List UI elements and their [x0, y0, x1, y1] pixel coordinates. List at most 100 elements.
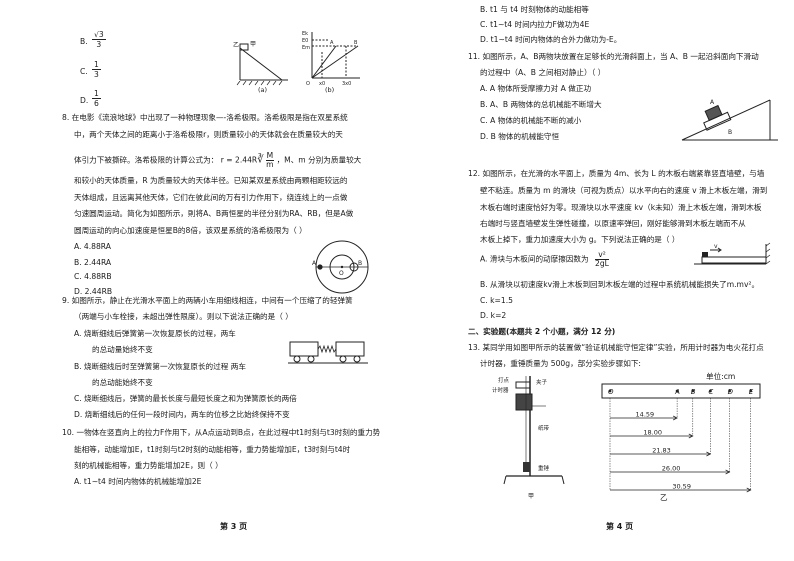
q10-line3: 刻的机械能相等，重力势能增加2E，则（ ） — [74, 461, 223, 470]
q12-line4: 右端时与竖直墙壁发生弹性碰撞，以原速率弹回，刚好能够滑到木板左端而不从 — [480, 219, 746, 228]
tape-dimension-arrow — [706, 451, 712, 457]
q9-option-a2: 的总动量始终不变 — [92, 345, 153, 354]
q9-option-c: C. 烧断细线后，弹簧的最长长度与最短长度之和为弹簧原长的两倍 — [74, 394, 297, 403]
tape-dimension-arrow — [688, 433, 694, 439]
q13-line2: 计时器，重锤质量为 500g，部分实验步骤如下: — [480, 359, 641, 368]
q12-board-figure: v — [694, 242, 771, 265]
q13-tape-figure: O A B C D E 14.59 18.00 21.83 26.00 30.59 — [601, 383, 761, 493]
svg-text:3x0: 3x0 — [342, 81, 351, 87]
q8-line5: 天体组成，且远离其他天体，它们在彼此间的万有引力作用下，绕连线上的一点做 — [74, 193, 348, 202]
q10-option-c: C. t1~t4 时间内拉力F做功为4E — [480, 20, 590, 29]
svg-text:计时器: 计时器 — [492, 386, 509, 394]
q11-option-a: A. A 物体所受摩擦力对 A 做正功 — [480, 84, 592, 93]
tape-dimension-value: 18.00 — [643, 429, 662, 437]
svg-text:O: O — [306, 81, 310, 87]
svg-text:纸带: 纸带 — [538, 424, 550, 432]
svg-text:重锤: 重锤 — [538, 464, 550, 472]
q12-option-b: B. 从滑块以初速度kv滑上木板到回到木板左端的过程中系统机械能损失了m.mv²… — [480, 280, 760, 289]
tape-point-label: E — [749, 388, 754, 396]
svg-text:甲: 甲 — [528, 493, 534, 500]
q8-option-b: B. 2.44RA — [74, 258, 112, 267]
q8-option-c: C. 4.88RB — [74, 272, 112, 281]
option-d-label: D. — [80, 96, 89, 105]
tape-dot-D — [728, 389, 731, 393]
q11-option-b: B. A、B 两物体的总机械能不断增大 — [480, 100, 602, 109]
q10-line1: 10. 一物体在竖直向上的拉力F作用下，从A点运动到B点，在此过程中t1时刻与t… — [62, 428, 381, 437]
tape-dimension-value: 30.59 — [672, 483, 691, 491]
fig-a-label-yi: 乙 — [233, 42, 239, 49]
left-page-number: 第 3 页 — [220, 522, 248, 531]
q12-option-d: D. k=2 — [480, 311, 507, 320]
tape-point-label: C — [708, 388, 713, 396]
tape-point-label: D — [728, 388, 734, 396]
q11-option-d: D. B 物体的机械能守恒 — [480, 132, 560, 141]
tape-dimension-value: 21.83 — [652, 447, 671, 455]
q13-tape-unit: 单位:cm — [706, 372, 736, 381]
figure-a-incline: 乙 甲 — [233, 41, 288, 86]
figure-b-graph: Ek E0 Em A B O x0 3x0 — [302, 31, 360, 87]
q9-carts-figure — [288, 341, 368, 364]
svg-text:x0: x0 — [319, 81, 325, 87]
svg-text:打点: 打点 — [498, 376, 510, 384]
svg-text:A: A — [330, 40, 334, 46]
q10-option-a: A. t1~t4 时间内物体的机械能增加2E — [74, 477, 202, 486]
svg-text:B: B — [358, 260, 362, 267]
section-2-heading: 二、实验题(本题共 2 个小题，满分 12 分) — [468, 327, 616, 336]
q12-line3: 木板右端时速度恰好为零。现滑块以水平速度 kv（k未知）滑上木板左端，滑到木板 — [480, 203, 762, 212]
q9-line2: （两端与小车栓接，未超出弹性限度）。则以下说法正确的是（ ） — [74, 312, 293, 321]
q11-option-c: C. A 物体的机械能不断的减小 — [480, 116, 582, 125]
svg-text:O: O — [339, 270, 344, 277]
tape-dot-E — [749, 389, 753, 393]
svg-text:E0: E0 — [302, 38, 308, 44]
q8-option-d: D. 2.44RB — [74, 287, 113, 296]
tape-dimension-value: 14.59 — [636, 411, 655, 419]
q9-option-d: D. 烧断细线后的任何一段时间内，两车的位移之比始终保持不变 — [74, 410, 290, 419]
svg-text:夹子: 夹子 — [536, 378, 548, 386]
q8-binary-star-figure: A O B — [312, 240, 369, 294]
tape-dot-O — [608, 389, 612, 393]
q11-incline-figure: A B — [681, 99, 778, 141]
tape-dot-A — [675, 389, 679, 393]
q8-line6: 匀速圆周运动。简化为如图所示，則将A、B两恒星的半径分别为RA、RB，但是A做 — [74, 209, 354, 218]
right-page-number: 第 4 页 — [606, 522, 634, 531]
q11-line2: 的过程中（A、B 之间相对静止）（ ） — [480, 68, 606, 77]
tape-dimension-arrow — [725, 469, 731, 475]
svg-text:A: A — [710, 99, 715, 106]
tape-dimension-value: 26.00 — [662, 465, 681, 473]
option-d-value: 1 6 — [92, 89, 101, 108]
svg-text:A: A — [312, 260, 317, 267]
q8-line7: 圆周运动的向心加速度是恒星B的8倍，该双星系统的洛希极限为（ ） — [74, 226, 307, 235]
svg-text:B: B — [354, 40, 358, 46]
q13-line1: 13. 某同学用如图甲所示的装置做“验证机械能守恒定律”实验，所用计时器为电火花… — [468, 343, 764, 352]
q10-option-d: D. t1~t4 时间内物体的合外力做功为-E。 — [480, 35, 622, 44]
q9-line1: 9. 如图所示，静止在光滑水平面上的两辆小车用细线相连，中间有一个压缩了的轻弹簧 — [62, 296, 353, 305]
option-b-label: B. — [80, 37, 88, 46]
tape-dot-B — [691, 389, 695, 393]
q12-option-c: C. k=1.5 — [480, 296, 513, 305]
tape-dimension-arrow — [746, 487, 752, 493]
fig-a-caption: (a) — [258, 86, 268, 94]
tape-point-label: A — [674, 388, 680, 396]
tape-dimension-arrow — [672, 415, 678, 421]
q13-apparatus-figure: 打点 计时器 夹子 纸带 重锤 甲 — [492, 376, 565, 500]
q8-option-a: A. 4.88RA — [74, 242, 111, 251]
q8-line1: 8. 在电影《流浪地球》中出现了一种物理现象—-洛希极限。洛希极限是指在双星系统 — [62, 113, 348, 122]
q9-option-b1: B. 烧断细线后时至弹簧第一次恢复原长的过程 两车 — [74, 362, 246, 371]
q8-line4: 和较小的天体质量，R 为质量较大的天体半径。已知某双星系统由两颗相距较远的 — [74, 176, 348, 185]
option-c-value: 1 3 — [92, 60, 101, 79]
q12-line2: 壁不粘连。质量为 m 的滑块（可视为质点）以水平向右的速度 v 滑上木板左端，滑… — [480, 186, 768, 195]
q12-line1: 12. 如图所示，在光滑的水平面上，质量为 4m、长为 L 的木板右端紧靠竖直墙… — [468, 169, 765, 178]
q13-tape-caption: 乙 — [660, 493, 668, 502]
q9-option-b2: 的总动能始终不变 — [92, 378, 153, 387]
fig-a-label-jia: 甲 — [250, 41, 256, 48]
q10-option-b: B. t1 与 t4 时刻物体的动能相等 — [480, 5, 589, 14]
svg-text:Em: Em — [302, 45, 310, 51]
q11-line1: 11. 如图所示，A、B两物块放置在足够长的光滑斜面上，当 A、B 一起沿斜面向… — [468, 52, 759, 61]
svg-text:v: v — [714, 243, 718, 250]
q9-option-a1: A. 烧断细线后弹簧第一次恢复原长的过程，两车 — [74, 329, 236, 338]
tape-point-label: B — [691, 388, 696, 396]
q12-line5: 木板上掉下，重力加速度大小为 g。下列说法正确的是（ ） — [480, 235, 680, 244]
tape-point-label: O — [608, 388, 614, 396]
